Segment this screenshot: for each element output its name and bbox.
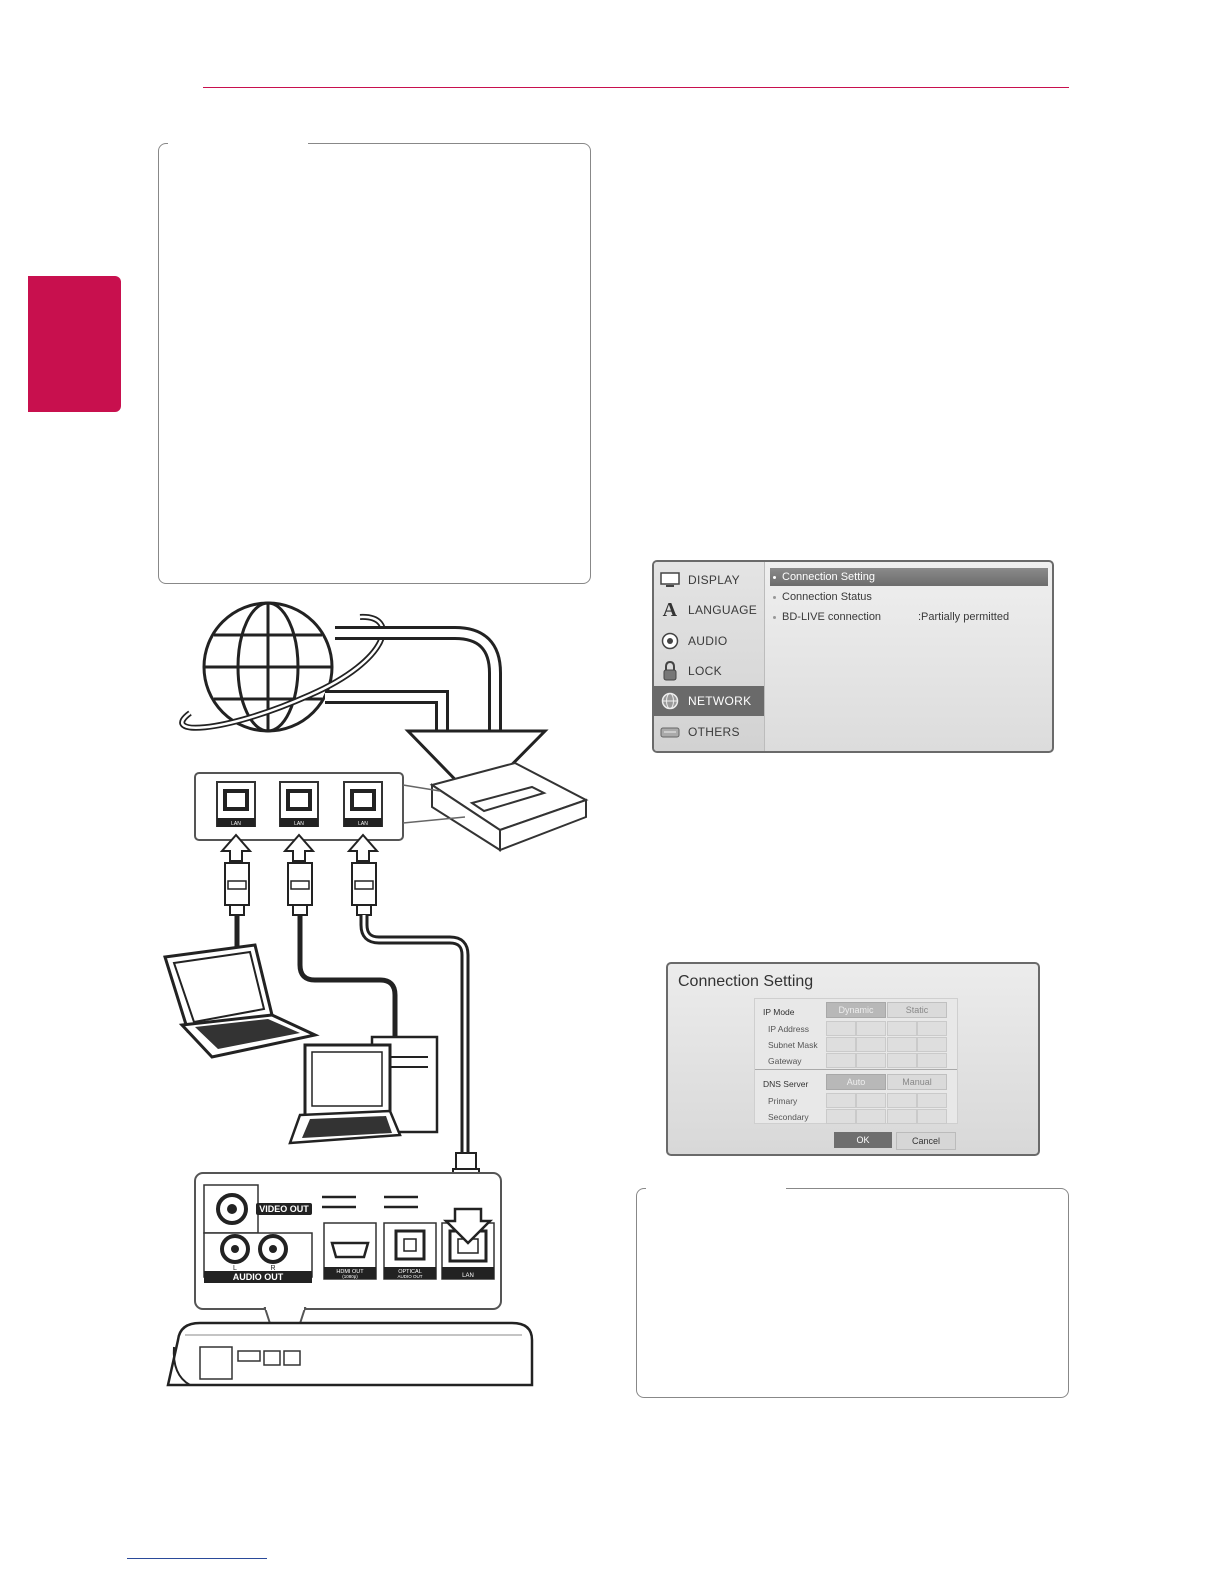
ip-address-label: IP Address (768, 1024, 809, 1034)
option-label: BD-LIVE connection (782, 611, 882, 623)
menu-item-label: OTHERS (688, 725, 740, 739)
dns-octet-field[interactable] (856, 1109, 886, 1124)
lan-label: LAN (462, 1273, 474, 1279)
ip-octet-field[interactable] (856, 1021, 886, 1036)
letter-a-icon: A (662, 598, 678, 621)
footer-rule (127, 1558, 267, 1559)
menu-item-label: NETWORK (688, 694, 752, 708)
note-box-bottom-gap (646, 1186, 786, 1190)
up-arrow-icon (282, 833, 316, 862)
others-icon (660, 723, 680, 741)
settings-grid: IP Mode Dynamic Static IP Address Subnet… (754, 998, 958, 1124)
audio-l-label: L (233, 1265, 237, 1272)
dns-auto-button[interactable]: Auto (826, 1074, 886, 1090)
ethernet-plug-icon (224, 862, 250, 916)
option-label: Connection Setting (782, 571, 875, 583)
subnet-mask-label: Subnet Mask (768, 1040, 818, 1050)
ip-octet-field[interactable] (826, 1021, 856, 1036)
note-box-top-gap (168, 141, 308, 145)
monitor-icon (660, 571, 680, 589)
menu-item-lock[interactable]: LOCK (654, 656, 764, 686)
setup-menu: DISPLAY A LANGUAGE AUDIO LOCK NETWORK OT… (652, 560, 1054, 753)
ip-mode-label: IP Mode (763, 1007, 795, 1017)
gateway-octet-field[interactable] (887, 1053, 917, 1068)
optical-label: OPTICAL (398, 1269, 422, 1275)
menu-item-label: LANGUAGE (688, 603, 758, 617)
menu-item-label: AUDIO (688, 634, 728, 648)
option-connection-status[interactable]: Connection Status (770, 588, 872, 606)
globe-icon (660, 692, 680, 710)
dns-octet-field[interactable] (856, 1093, 886, 1108)
dns-server-label: DNS Server (763, 1079, 809, 1089)
ethernet-plug-icon (287, 862, 313, 916)
ok-button[interactable]: OK (834, 1132, 892, 1148)
up-arrow-icon (219, 833, 253, 862)
note-box-top (158, 143, 591, 584)
menu-item-network[interactable]: NETWORK (654, 686, 764, 716)
menu-item-others[interactable]: OTHERS (654, 717, 764, 747)
hdmi-out-label: HDMI OUT (336, 1269, 364, 1275)
subnet-octet-field[interactable] (887, 1037, 917, 1052)
desktop-computer-icon (288, 1035, 439, 1145)
dialog-title: Connection Setting (678, 973, 814, 990)
lan-port-1: LAN (216, 781, 256, 827)
dns-octet-field[interactable] (917, 1093, 947, 1108)
ip-octet-field[interactable] (917, 1021, 947, 1036)
ip-octet-field[interactable] (887, 1021, 917, 1036)
dns-octet-field[interactable] (887, 1093, 917, 1108)
hdmi-sub-label: (1080p) (342, 1274, 358, 1279)
network-connection-diagram: LAN LAN LAN (163, 601, 589, 1387)
laptop-icon (163, 943, 320, 1059)
dns-octet-field[interactable] (887, 1109, 917, 1124)
dns-octet-field[interactable] (826, 1109, 856, 1124)
cancel-button[interactable]: Cancel (896, 1132, 956, 1150)
speaker-icon (660, 632, 680, 650)
optical-sub-label: AUDIO OUT (397, 1274, 422, 1279)
gateway-octet-field[interactable] (856, 1053, 886, 1068)
note-box-bottom (636, 1188, 1069, 1398)
option-connection-setting[interactable]: Connection Setting (770, 568, 1048, 586)
ip-mode-dynamic-button[interactable]: Dynamic (826, 1002, 886, 1018)
ethernet-plug-icon (351, 862, 377, 916)
up-arrow-icon (346, 833, 380, 862)
menu-item-language[interactable]: A LANGUAGE (654, 595, 764, 625)
internet-globe-icon (179, 601, 386, 733)
ip-mode-static-button[interactable]: Static (887, 1002, 947, 1018)
divider (755, 1069, 957, 1070)
subnet-octet-field[interactable] (826, 1037, 856, 1052)
port-label: LAN (358, 821, 368, 827)
menu-item-display[interactable]: DISPLAY (654, 565, 764, 595)
subnet-octet-field[interactable] (917, 1037, 947, 1052)
option-bd-live-connection[interactable]: BD-LIVE connection :Partially permitted (770, 608, 1009, 626)
lan-port-2: LAN (279, 781, 319, 827)
menu-item-label: LOCK (688, 664, 722, 678)
video-out-label: VIDEO OUT (259, 1204, 309, 1214)
connection-setting-dialog: Connection Setting IP Mode Dynamic Stati… (666, 962, 1040, 1156)
down-arrow-icon (442, 1207, 494, 1245)
primary-dns-label: Primary (768, 1096, 798, 1106)
option-value: :Partially permitted (918, 611, 1010, 623)
chapter-tab (28, 276, 121, 412)
lan-port-3: LAN (343, 781, 383, 827)
audio-r-label: R (270, 1265, 275, 1272)
secondary-dns-label: Secondary (768, 1112, 809, 1122)
port-label: LAN (231, 821, 241, 827)
gateway-label: Gateway (768, 1056, 802, 1066)
gateway-octet-field[interactable] (917, 1053, 947, 1068)
option-label: Connection Status (782, 591, 872, 603)
menu-item-audio[interactable]: AUDIO (654, 626, 764, 656)
dns-octet-field[interactable] (826, 1093, 856, 1108)
port-label: LAN (294, 821, 304, 827)
gateway-octet-field[interactable] (826, 1053, 856, 1068)
dns-manual-button[interactable]: Manual (887, 1074, 947, 1090)
dns-octet-field[interactable] (917, 1109, 947, 1124)
audio-out-label: AUDIO OUT (233, 1272, 284, 1282)
setup-menu-categories: DISPLAY A LANGUAGE AUDIO LOCK NETWORK OT… (654, 562, 765, 751)
router-icon (429, 761, 589, 852)
header-rule (203, 87, 1069, 88)
menu-item-label: DISPLAY (688, 573, 740, 587)
blu-ray-player-icon (166, 1321, 534, 1387)
subnet-octet-field[interactable] (856, 1037, 886, 1052)
lock-icon (660, 661, 680, 681)
